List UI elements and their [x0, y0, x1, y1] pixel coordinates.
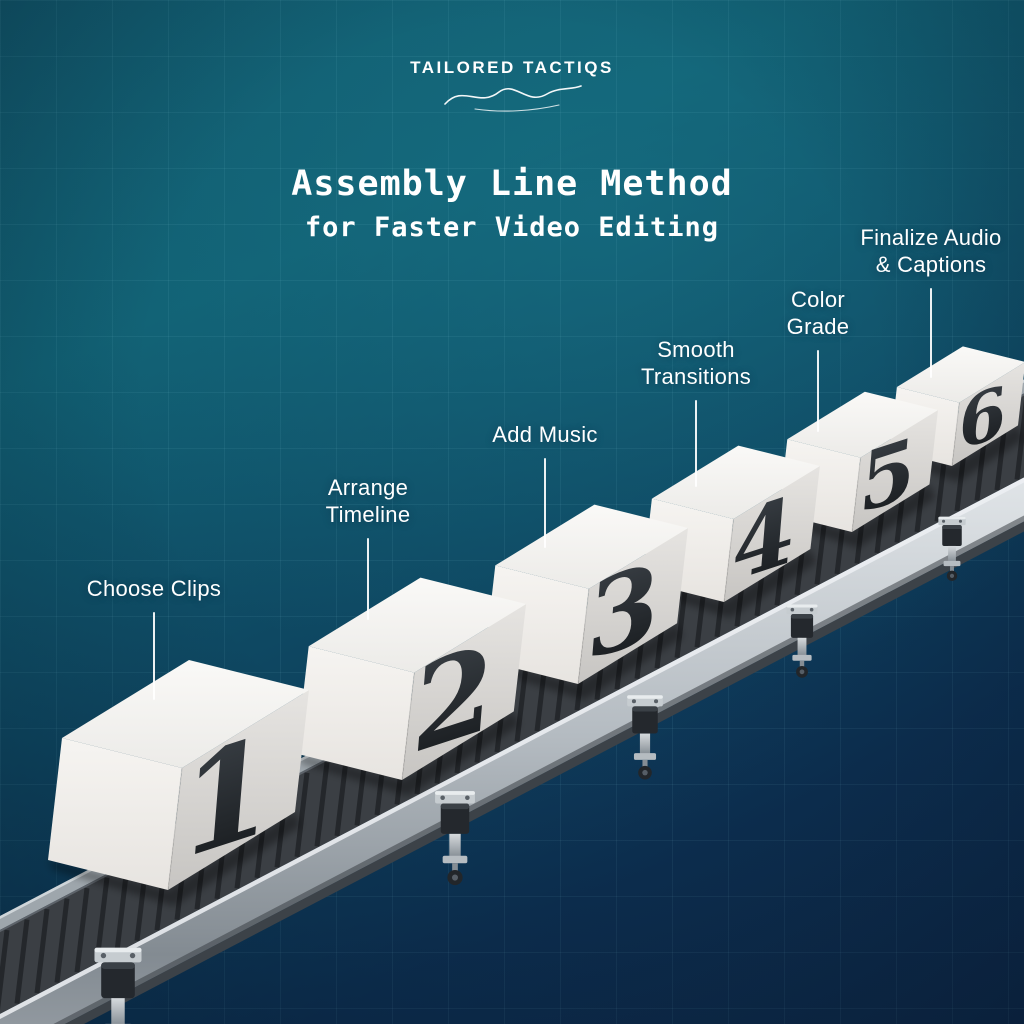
cube-right-face [168, 690, 309, 890]
cube-top-face [495, 504, 688, 589]
cube-top-face [787, 391, 938, 458]
cube-top-face [896, 346, 1024, 403]
belt-support-clamp [786, 604, 818, 678]
page-title: Assembly Line Method [291, 164, 733, 204]
cube-shadow [642, 549, 817, 618]
brand-name: TAILORED TACTIQS [410, 58, 614, 77]
belt-support-clamp [435, 791, 475, 886]
cube-number: 2 [408, 616, 499, 782]
belt-front-rail-underedge [64, 521, 1024, 1024]
cube-top-face [308, 577, 527, 673]
cube-step-5: 5 [778, 391, 938, 548]
cube-number: 4 [728, 475, 799, 605]
cube-number: 1 [174, 703, 278, 893]
cube-right-face [952, 362, 1024, 466]
cube-left-face [48, 738, 182, 890]
belt-support-clamp [627, 695, 663, 780]
cube-left-face [296, 646, 415, 780]
cube-number: 3 [583, 538, 665, 687]
cube-shadow [296, 711, 520, 796]
belt-front-rail-highlight [0, 477, 1024, 1020]
cube-right-face [578, 528, 688, 684]
cube-shadow [48, 812, 301, 906]
cube-step-2: 2 [296, 577, 527, 796]
cube-right-face [724, 466, 820, 602]
page-subtitle: for Faster Video Editing [304, 212, 720, 243]
cube-shadow [484, 623, 684, 700]
brand-signature-flourish-icon [444, 85, 582, 112]
belt-support-clamp [938, 516, 966, 582]
belt-support-clamp [94, 947, 142, 1024]
cube-top-face [651, 445, 820, 519]
cube-top-face [62, 660, 309, 768]
cube-step-1: 1 [48, 660, 309, 906]
cube-shadow [778, 484, 936, 548]
brand-logo: TAILORED TACTIQS [0, 58, 1024, 114]
cube-number: 5 [856, 417, 919, 533]
cube-right-face [852, 410, 938, 532]
cube-right-face [402, 604, 527, 780]
cube-number: 6 [955, 368, 1009, 467]
